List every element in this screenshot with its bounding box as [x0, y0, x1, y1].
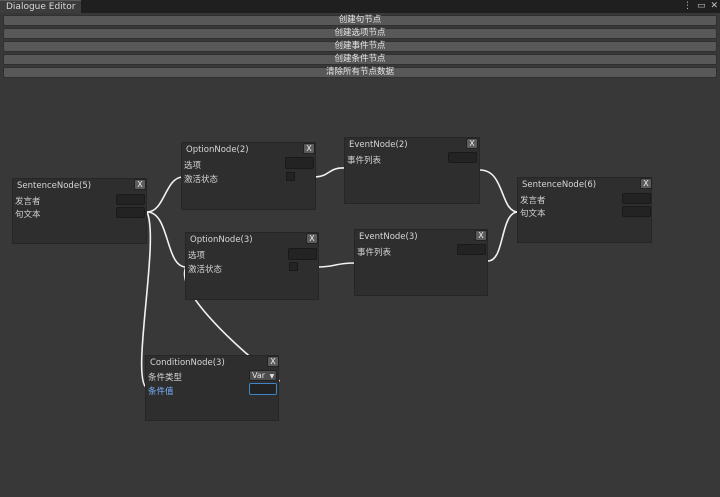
create-option-node-button[interactable]: 创建选项节点: [3, 28, 717, 39]
event-list-field[interactable]: [448, 152, 477, 163]
wire-event2-sentence6: [479, 169, 519, 213]
sentence-text-label: 句文本: [15, 210, 41, 220]
close-node-button[interactable]: X: [306, 233, 318, 244]
option-label: 选项: [188, 251, 206, 261]
close-node-button[interactable]: X: [134, 179, 146, 190]
option-field[interactable]: [288, 248, 317, 260]
speaker-label: 发言者: [15, 197, 41, 207]
speaker-field[interactable]: [116, 194, 145, 205]
node-title: OptionNode(3): [190, 235, 253, 245]
event-list-label: 事件列表: [347, 156, 382, 166]
close-node-button[interactable]: X: [466, 138, 478, 149]
active-state-checkbox[interactable]: [286, 172, 295, 181]
wire-sentence5-condition3: [140, 211, 152, 389]
window-titlebar: Dialogue Editor ⋮ ▭ ✕: [0, 0, 720, 13]
close-node-button[interactable]: X: [475, 230, 487, 241]
sentence-text-label: 句文本: [520, 209, 546, 219]
sentence-text-field[interactable]: [622, 206, 651, 217]
option-label: 选项: [184, 161, 202, 171]
event-node-2[interactable]: EventNode(2) X 事件列表: [344, 137, 480, 204]
close-icon[interactable]: ✕: [710, 1, 718, 11]
chevron-down-icon: ▼: [269, 373, 275, 380]
node-title: SentenceNode(5): [17, 181, 92, 191]
clear-all-nodes-button[interactable]: 清除所有节点数据: [3, 67, 717, 78]
more-icon[interactable]: ⋮: [682, 1, 692, 11]
condition-value-label: 条件值: [148, 387, 174, 397]
wire-sentence5-option3: [146, 211, 187, 268]
create-sentence-node-button[interactable]: 创建句节点: [3, 15, 717, 26]
active-state-label: 激活状态: [184, 175, 219, 185]
wire-option3-event3: [317, 262, 356, 268]
event-list-field[interactable]: [457, 244, 486, 255]
window-controls: ⋮ ▭ ✕: [683, 0, 718, 13]
create-event-node-button[interactable]: 创建事件节点: [3, 41, 717, 52]
wire-sentence5-option2: [146, 176, 184, 213]
sentence-text-field[interactable]: [116, 207, 145, 218]
node-title: EventNode(3): [359, 232, 418, 242]
condition-value-field[interactable]: [249, 383, 277, 395]
wire-event3-sentence6: [487, 211, 519, 262]
speaker-field[interactable]: [622, 193, 651, 204]
event-node-3[interactable]: EventNode(3) X 事件列表: [354, 229, 488, 296]
node-title: OptionNode(2): [186, 145, 249, 155]
sentence-node-6[interactable]: SentenceNode(6) X 发言者 句文本: [517, 177, 652, 243]
active-state-label: 激活状态: [188, 265, 223, 275]
option-node-2[interactable]: OptionNode(2) X 选项 激活状态: [181, 142, 316, 210]
sentence-node-5[interactable]: SentenceNode(5) X 发言者 句文本: [12, 178, 147, 244]
editor-tab[interactable]: Dialogue Editor: [0, 0, 82, 13]
option-field[interactable]: [285, 157, 314, 169]
node-title: EventNode(2): [349, 140, 408, 150]
option-node-3[interactable]: OptionNode(3) X 选项 激活状态: [185, 232, 319, 300]
wire-option2-event2: [313, 167, 346, 178]
close-node-button[interactable]: X: [267, 356, 279, 367]
condition-node-3[interactable]: ConditionNode(3) X 条件类型 Var ▼ 条件值: [145, 355, 279, 421]
condition-type-label: 条件类型: [148, 373, 183, 383]
condition-type-dropdown[interactable]: Var ▼: [249, 370, 277, 381]
event-list-label: 事件列表: [357, 248, 392, 258]
create-condition-node-button[interactable]: 创建条件节点: [3, 54, 717, 65]
speaker-label: 发言者: [520, 196, 546, 206]
condition-type-value: Var: [252, 371, 266, 380]
maximize-icon[interactable]: ▭: [696, 1, 706, 11]
node-title: ConditionNode(3): [150, 358, 225, 368]
active-state-checkbox[interactable]: [289, 262, 298, 271]
close-node-button[interactable]: X: [303, 143, 315, 154]
node-title: SentenceNode(6): [522, 180, 597, 190]
close-node-button[interactable]: X: [640, 178, 652, 189]
